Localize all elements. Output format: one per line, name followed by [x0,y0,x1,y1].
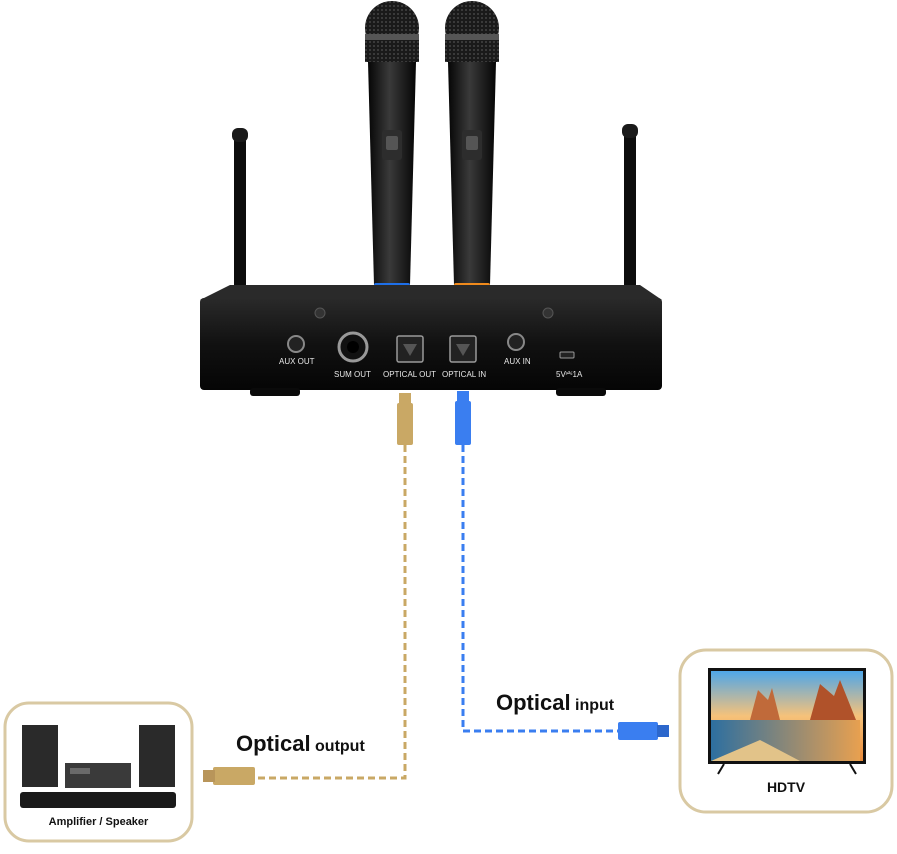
optical-output-label-rest: output [315,738,365,755]
optical-output-label: Optical output [236,731,365,757]
aux-out-jack [287,335,305,353]
aux-in-jack [507,333,525,351]
optical-input-label-bold: Optical [496,690,571,715]
receiver-unit [200,285,662,396]
port-label-optical-in: OPTICAL IN [442,370,487,379]
port-label-aux-in: AUX IN [504,357,531,366]
usb-power-port [559,351,575,359]
optical-input-label: Optical input [496,690,614,716]
hdtv-box [678,648,894,814]
port-label-optical-out: OPTICAL OUT [383,370,437,379]
hdtv-label: HDTV [766,779,806,795]
port-label-sum-out: SUM OUT [334,370,371,379]
amplifier-speaker-label: Amplifier / Speaker [48,816,149,828]
port-label-aux-out: AUX OUT [279,357,315,366]
optical-input-cable [455,391,669,740]
port-label-power: 5V⎃1A [556,370,583,379]
amplifier-speaker-box [3,701,194,843]
optical-output-cable [203,393,413,785]
microphone-orange [445,1,499,295]
optical-output-label-bold: Optical [236,731,311,756]
optical-input-label-rest: input [575,697,615,714]
microphone-blue [365,1,419,295]
